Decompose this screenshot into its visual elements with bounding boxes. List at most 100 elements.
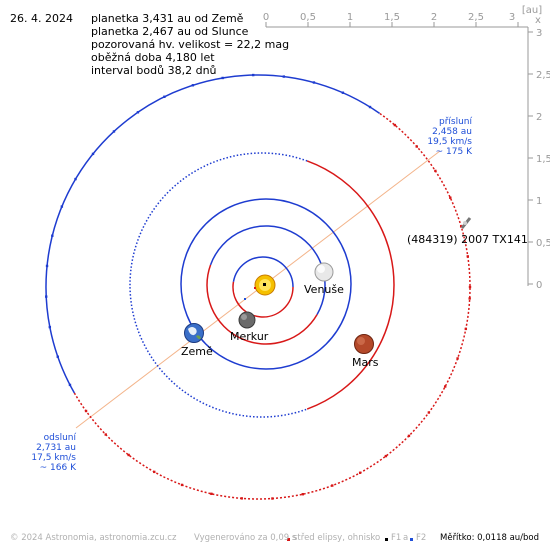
orbit-point (136, 111, 140, 114)
earth-orbit (180, 198, 352, 370)
orbit-point (45, 264, 49, 268)
axis-unit-label: [au] (522, 5, 542, 16)
orbit-point (468, 297, 471, 300)
orbit-point (466, 255, 469, 258)
orbit-point (464, 327, 468, 331)
orbit-point (415, 145, 418, 148)
footer: © 2024 Astronomia, astronomia.zcu.cz Vyg… (0, 533, 550, 547)
orbit-point (434, 169, 437, 173)
mercury-icon (238, 311, 256, 329)
orbit-point (282, 75, 286, 78)
orbit-point (459, 225, 463, 228)
orbit-point (384, 454, 388, 458)
orbit-point (221, 76, 224, 80)
orbit-point (74, 177, 77, 181)
orbit-point (312, 81, 316, 84)
aphelion-distance: 2,731 au (36, 443, 76, 453)
mercury-orbit (232, 256, 294, 318)
axis-corner-label: x (535, 15, 541, 26)
info-panel: planetka 3,431 au od Země planetka 2,467… (91, 12, 289, 77)
top-tick-label: 0,5 (300, 12, 316, 23)
orbit-point (112, 130, 116, 133)
orbit-point (341, 91, 345, 94)
scale-text: Měřítko: 0,0118 au/bod (440, 533, 540, 543)
orbit-point (91, 152, 95, 156)
asteroid-label: (484319) 2007 TX141 (407, 233, 528, 246)
right-tick-label: 3 (536, 28, 542, 39)
top-tick-label: 1 (347, 12, 353, 23)
legend-center-marker (287, 538, 290, 541)
right-tick-label: 0 (536, 280, 542, 291)
earth-icon (184, 323, 204, 343)
orbit-arc (232, 256, 294, 288)
orbit-arc (206, 264, 318, 345)
right-tick-label: 2,5 (536, 70, 550, 81)
aphelion-temperature: ~ 166 K (39, 463, 76, 473)
info-line: planetka 3,431 au od Země (91, 12, 244, 25)
orbit-point (60, 205, 64, 208)
aphelion-speed: 17,5 km/s (31, 453, 76, 463)
venus-icon (314, 262, 334, 282)
legend-f2-text: F2 (416, 533, 427, 543)
top-tick-label: 0 (263, 12, 269, 23)
legend-f2-marker (410, 538, 413, 541)
orbit-point (393, 123, 397, 127)
top-tick-label: 1,5 (384, 12, 400, 23)
venus-label: Venuše (304, 283, 344, 296)
info-line: pozorovaná hv. velikost = 22,2 mag (91, 38, 290, 51)
right-tick-label: 1 (536, 196, 542, 207)
aphelion-title: odsluní (43, 433, 76, 443)
orbit-point (191, 84, 195, 87)
orbit-point (127, 453, 130, 457)
orbit-point (163, 95, 166, 98)
legend-a-text: a (403, 533, 409, 543)
orbit-arc (129, 152, 308, 418)
sun-icon (254, 274, 276, 296)
orbit-point (180, 483, 184, 487)
legend-f1-marker (385, 538, 388, 541)
info-line: planetka 2,467 au od Slunce (91, 25, 249, 38)
perihelion-temperature: ~ 175 K (435, 147, 472, 157)
right-tick-label: 2 (536, 112, 542, 123)
orbit-point (301, 493, 305, 496)
orbit-point (427, 411, 431, 414)
venus-orbit (206, 225, 326, 345)
orbit-point (240, 497, 243, 500)
orbit-point (358, 471, 362, 474)
date-label: 26. 4. 2024 (10, 12, 73, 25)
orbit-arc (306, 160, 395, 410)
orbit-point (153, 470, 156, 474)
orbit-point (68, 383, 72, 387)
mars-icon (354, 334, 374, 354)
orbit-point (443, 385, 447, 388)
orbit-arc (209, 225, 326, 315)
orbit-point (251, 73, 255, 77)
right-tick-label: 1,5 (536, 154, 550, 165)
right-tick-label: 0,5 (536, 238, 550, 249)
perihelion-speed: 19,5 km/s (427, 137, 472, 147)
focus-f2-marker (244, 298, 246, 300)
aphelion-note: odsluní 2,731 au 17,5 km/s ~ 166 K (6, 433, 76, 473)
perihelion-title: přísluní (438, 117, 472, 127)
earth-label: Země (181, 345, 213, 358)
orbit-point (331, 484, 334, 487)
orbit-point (56, 355, 59, 358)
top-tick-label: 2,5 (468, 12, 484, 23)
orbit-point (456, 357, 459, 360)
perihelion-note: přísluní 2,458 au 19,5 km/s ~ 175 K (402, 117, 472, 157)
top-axis (265, 22, 528, 28)
info-line: oběžná doba 4,180 let (91, 51, 215, 64)
mars-label: Mars (352, 356, 379, 369)
right-axis (527, 27, 533, 286)
perihelion-distance: 2,458 au (432, 127, 472, 137)
generated-text: Vygenerováno za 0,09 s (194, 533, 297, 543)
asteroid-marker-icon (460, 217, 472, 229)
mars-orbit (129, 152, 395, 418)
asteroid-orbit-points (45, 73, 472, 500)
orbit-point (104, 433, 107, 436)
top-tick-label: 3 (509, 12, 515, 23)
orbit-point (368, 105, 372, 109)
orbit-point (271, 497, 274, 500)
orbit-center-marker (254, 287, 256, 289)
